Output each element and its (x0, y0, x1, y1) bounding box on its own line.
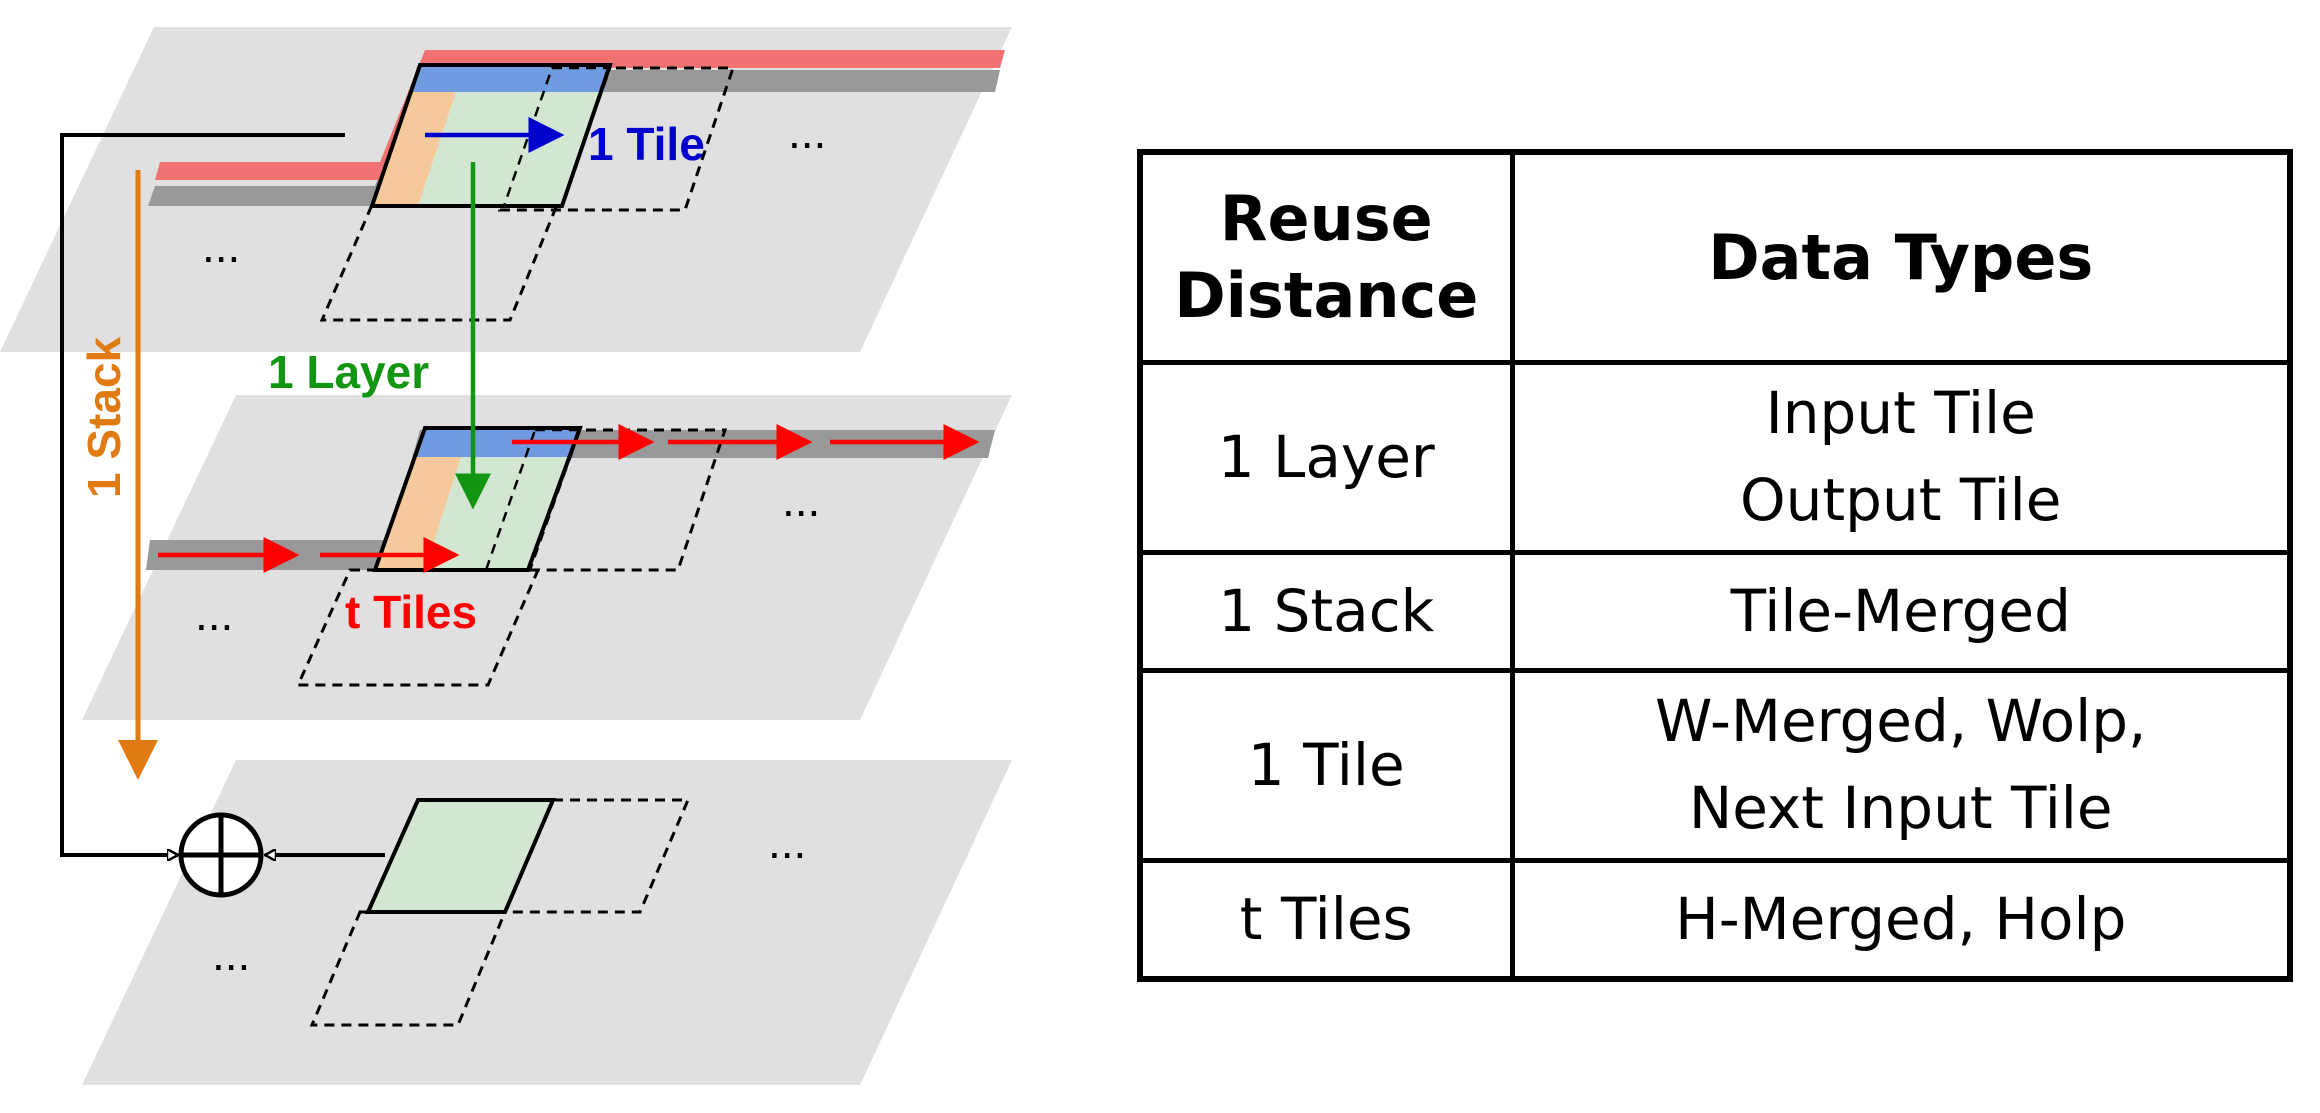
top-ellipsis-left: ... (202, 220, 240, 272)
type-line: Tile-Merged (1730, 576, 2071, 645)
types-cell: H-Merged, Holp (1509, 857, 2293, 982)
reuse-distance-table: Reuse Distance Data Types 1 Layer Input … (1137, 149, 2293, 982)
one-layer-label: 1 Layer (268, 346, 429, 398)
top-tile-top-strip (411, 65, 610, 92)
middle-ellipsis-left: ... (195, 588, 233, 640)
middle-layer-plane (82, 395, 1012, 720)
type-line: Next Input Tile (1688, 774, 2113, 842)
type-line: Output Tile (1740, 466, 2062, 534)
table-row: 1 Tile W-Merged, Wolp, Next Input Tile (1137, 667, 2293, 863)
top-row-band-gray (148, 70, 1000, 206)
data-types-header: Data Types (1509, 149, 2293, 365)
t-tiles-label: t Tiles (345, 586, 477, 638)
types-cell: Tile-Merged (1509, 549, 2293, 673)
top-tile-left-strip (372, 65, 465, 206)
types-cell: W-Merged, Wolp, Next Input Tile (1509, 667, 2293, 863)
type-line: Input Tile (1765, 379, 2036, 447)
distance-cell: t Tiles (1137, 857, 1515, 982)
adder-icon (178, 812, 264, 898)
top-layer: ... ... (0, 27, 1012, 352)
reuse-distance-header: Reuse Distance (1137, 149, 1515, 365)
middle-tile-top-strip (415, 428, 580, 457)
top-tile-overlap-outline (502, 66, 612, 208)
type-line: W-Merged, Wolp, (1655, 687, 2147, 755)
middle-next-tile-outline (485, 428, 728, 572)
top-row-band-highlight (155, 50, 1005, 180)
header-line: Reuse (1219, 181, 1433, 255)
table-row: 1 Stack Tile-Merged (1137, 549, 2293, 673)
table-row: 1 Layer Input Tile Output Tile (1137, 359, 2293, 555)
t-tiles-arrows (158, 424, 980, 573)
table-row: t Tiles H-Merged, Holp (1137, 857, 2293, 982)
distance-cell: 1 Stack (1137, 549, 1515, 673)
bottom-output-tile (364, 798, 557, 914)
bottom-ellipsis-right: ... (768, 816, 806, 868)
distance-cell: 1 Tile (1137, 667, 1515, 863)
types-cell: Input Tile Output Tile (1509, 359, 2293, 555)
table-header-row: Reuse Distance Data Types (1137, 149, 2293, 365)
bottom-ellipsis-left: ... (212, 928, 250, 980)
bottom-layer: ... ... (82, 760, 1012, 1085)
distance-cell: 1 Layer (1137, 359, 1515, 555)
one-tile-label: 1 Tile (588, 118, 705, 170)
header-line: Distance (1174, 259, 1479, 333)
header-line: Data Types (1708, 220, 2094, 294)
middle-tile-left-strip (375, 428, 470, 570)
middle-tile-overlap-outline (484, 428, 582, 572)
skip-connection-line (60, 133, 345, 855)
tiling-reuse-diagram: ... ... ... ... ... ... 1 Tile 1 Layer (0, 27, 1012, 1085)
type-line: H-Merged, Holp (1675, 884, 2127, 953)
bottom-layer-plane (82, 760, 1012, 1085)
top-ellipsis-right: ... (788, 106, 826, 158)
one-stack-label: 1 Stack (78, 336, 130, 498)
middle-ellipsis-right: ... (782, 474, 820, 526)
